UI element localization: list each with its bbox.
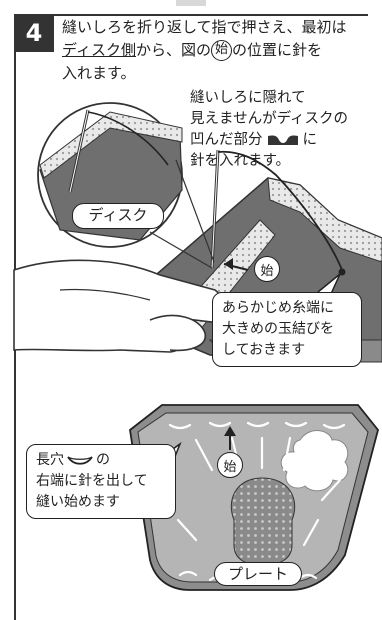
disk-side-underlined: ディスク側 bbox=[62, 41, 136, 59]
top-tab-marker bbox=[176, 0, 206, 6]
instruction-line-1: 縫いしろを折り返して指で押さえ、最初は bbox=[62, 18, 347, 36]
slot-note-line-1b: の bbox=[96, 452, 110, 468]
plate-dotted-center bbox=[230, 477, 296, 566]
zoom-fabric-edge bbox=[39, 111, 183, 179]
slot-note-line-3: 縫い始めます bbox=[36, 494, 120, 510]
start-marker-top: 始 bbox=[254, 256, 280, 282]
knot-note-line-2: 大きめの玉結びを bbox=[222, 321, 334, 337]
hidden-note: 縫いしろに隠れて 見えませんがディスクの 凹んだ部分 に 針を入れます。 bbox=[190, 88, 375, 172]
instruction-line-2b: の位置に針を bbox=[231, 41, 322, 59]
slot-note-line-1a: 長穴 bbox=[36, 452, 64, 468]
hidden-note-line-3: 凹んだ部分 に bbox=[190, 130, 375, 151]
dent-shape-icon bbox=[267, 135, 298, 145]
step-number-badge: 4 bbox=[14, 14, 54, 52]
knot-note-line-3: しておきます bbox=[222, 342, 306, 358]
hidden-note-line-3a: 凹んだ部分 bbox=[190, 132, 263, 148]
slot-note-line-2: 右端に針を出して bbox=[36, 473, 148, 489]
zoom-pointer-line bbox=[149, 231, 213, 269]
thread-knot bbox=[338, 268, 346, 276]
knot-note: あらかじめ糸端に 大きめの玉結びを しておきます bbox=[212, 292, 362, 367]
hidden-note-line-1: 縫いしろに隠れて bbox=[190, 90, 306, 106]
oval-slot-icon bbox=[67, 455, 93, 465]
instruction-text: 縫いしろを折り返して指で押さえ、最初は ディスク側から、図の始の位置に針を 入れ… bbox=[62, 16, 362, 85]
knot-callout-pointer bbox=[317, 273, 341, 297]
plate-label: プレート bbox=[214, 562, 302, 586]
hidden-note-line-3b: に bbox=[302, 132, 318, 148]
knot-note-line-1: あらかじめ糸端に bbox=[222, 300, 334, 316]
thread bbox=[217, 150, 343, 271]
slot-note: 長穴 の 右端に針を出して 縫い始めます bbox=[26, 444, 176, 519]
disk-label: ディスク bbox=[72, 203, 164, 229]
zoom-thread bbox=[87, 111, 169, 166]
instruction-line-2: ディスク側から、図の始の位置に針を bbox=[62, 39, 362, 62]
hand-finger-line bbox=[59, 288, 151, 301]
hidden-note-line-4: 針を入れます。 bbox=[190, 153, 291, 169]
start-symbol-inline: 始 bbox=[210, 40, 232, 61]
hand-thumb bbox=[149, 314, 206, 352]
hidden-note-line-2: 見えませんがディスクの bbox=[190, 111, 349, 127]
plate-cloud-shape bbox=[280, 430, 349, 492]
instruction-line-2a: から、図の bbox=[135, 41, 211, 59]
start-marker-bottom: 始 bbox=[217, 452, 243, 478]
slot-note-line-1: 長穴 の bbox=[36, 450, 166, 471]
instruction-line-3: 入れます。 bbox=[62, 64, 136, 82]
